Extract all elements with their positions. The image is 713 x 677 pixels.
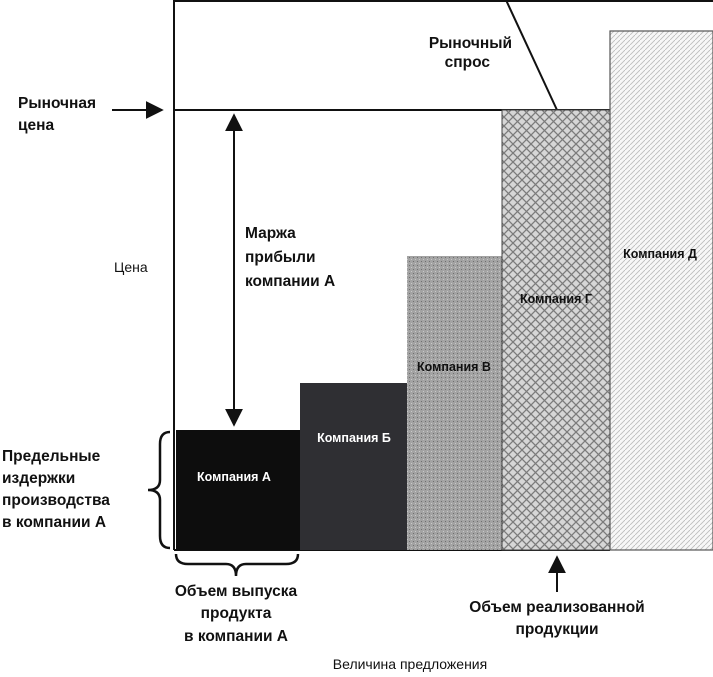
marginal-costs-label-3: производства (2, 492, 110, 509)
company-a-bar (176, 430, 300, 550)
market-price-label-2: цена (18, 117, 55, 134)
profit-margin-label-3: компании А (245, 273, 335, 290)
market-demand-label-2: спрос (445, 54, 491, 71)
company-d-label: Компания Д (623, 247, 697, 261)
supply-axis-label: Величина предложения (333, 656, 487, 672)
company-d-bar (609, 30, 713, 551)
marginal-costs-label-2: издержки (2, 470, 75, 487)
company-g-label: Компания Г (520, 292, 592, 306)
output-volume-label-1: Объем выпуска (175, 583, 298, 600)
sold-volume-label-1: Объем реализованной (469, 599, 644, 616)
company-b-label: Компания Б (317, 431, 391, 445)
sold-volume-label-2: продукции (515, 621, 598, 638)
marginal-costs-label-1: Предельные (2, 448, 101, 465)
price-axis-label: Цена (114, 259, 148, 275)
company-v-bar (407, 256, 502, 550)
market-demand-label-1: Рыночный (429, 35, 512, 52)
output-volume-brace (174, 553, 300, 577)
company-g-bar (501, 109, 611, 551)
company-a-label: Компания А (197, 470, 271, 484)
profit-margin-label-2: прибыли (245, 249, 316, 266)
market-price-label-1: Рыночная (18, 95, 96, 112)
output-volume-label-2: продукта (201, 605, 272, 622)
output-volume-label-3: в компании А (184, 628, 288, 645)
marginal-costs-label-4: в компании А (2, 514, 106, 531)
profit-margin-label-1: Маржа (245, 225, 296, 242)
marginal-costs-brace (147, 430, 171, 550)
company-b-bar (300, 383, 407, 550)
market-demand-line (505, 0, 558, 111)
company-v-label: Компания В (417, 360, 491, 374)
